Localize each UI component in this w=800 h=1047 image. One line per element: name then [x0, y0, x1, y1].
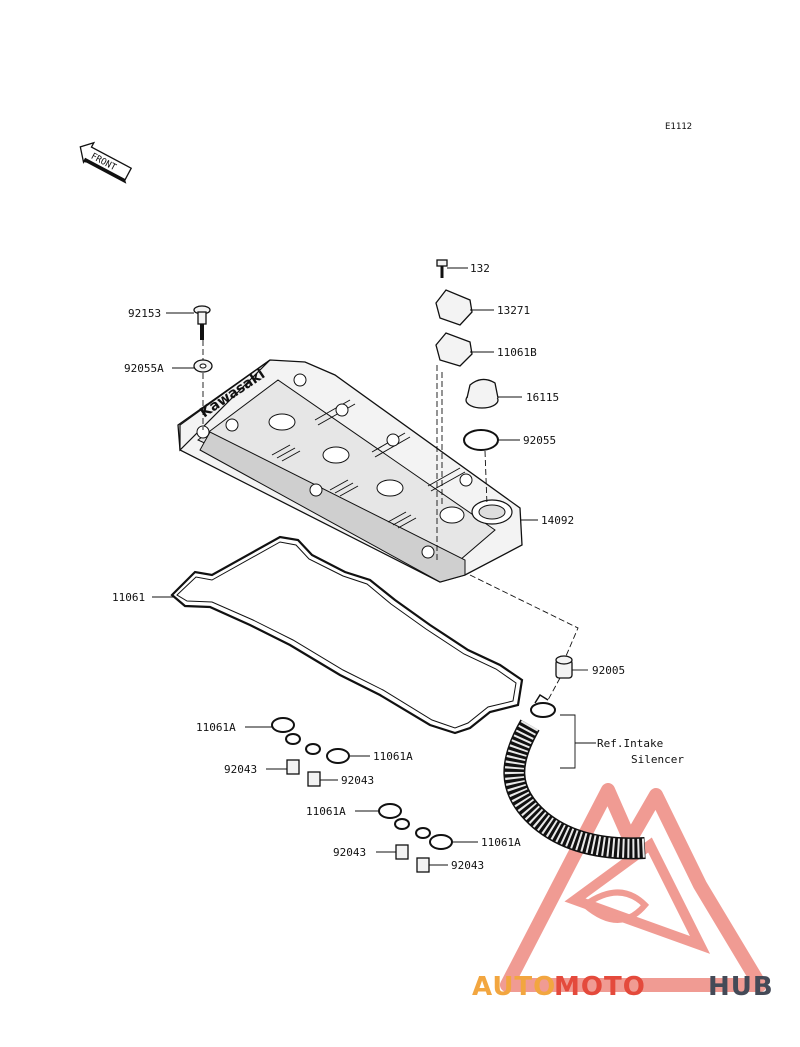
label-92005: 92005 [592, 664, 625, 677]
collar-92043-2 [307, 771, 321, 787]
o-ring-11061A-3 [378, 803, 410, 830]
label-13271: 13271 [497, 304, 530, 317]
front-arrow-icon: FRONT [79, 141, 133, 184]
label-16115: 16115 [526, 391, 559, 404]
label-92055: 92055 [523, 434, 556, 447]
part-labels: 132 13271 11061B 16115 92055 14092 92153… [112, 262, 684, 872]
collar-92043-4 [416, 857, 430, 873]
bolt-132 [436, 259, 448, 278]
cover-gasket [170, 535, 524, 735]
label-11061B: 11061B [497, 346, 537, 359]
label-11061A-1: 11061A [196, 721, 236, 734]
label-92043-1: 92043 [224, 763, 257, 776]
bolt-92153 [193, 305, 211, 340]
label-11061A-3: 11061A [306, 805, 346, 818]
watermark-hub: HUB [708, 972, 774, 1002]
label-92043-3: 92043 [333, 846, 366, 859]
label-92043-2: 92043 [341, 774, 374, 787]
collar-92043-3 [395, 844, 409, 860]
watermark-auto: AUTO [472, 972, 556, 1002]
label-11061A-2: 11061A [373, 750, 413, 763]
breather-cover-13271 [435, 289, 473, 326]
breather-hose [503, 719, 646, 860]
label-92043-4: 92043 [451, 859, 484, 872]
ref-note-line1: Ref.Intake [597, 737, 663, 750]
label-92055A: 92055A [124, 362, 164, 375]
fitting-92005 [555, 655, 573, 679]
gasket-11061B [435, 332, 473, 367]
oil-filler-cap-16115 [465, 378, 499, 409]
diagram-code: E1112 [665, 122, 692, 132]
label-11061: 11061 [112, 591, 145, 604]
cylinder-head-cover: Kawasaki [177, 359, 523, 583]
hose-clamp [530, 693, 556, 718]
grommet-92055A [193, 359, 213, 373]
o-ring-11061A-2 [305, 743, 350, 764]
o-ring-11061A-1 [271, 717, 301, 745]
watermark-text: AUTO MOTO HUB [472, 972, 774, 1002]
o-ring-11061A-4 [415, 827, 453, 850]
collar-92043-1 [286, 759, 300, 775]
label-14092: 14092 [541, 514, 574, 527]
o-ring-92055 [463, 429, 499, 451]
watermark-moto: MOTO [554, 972, 646, 1002]
leader-lines [152, 267, 596, 866]
label-92153: 92153 [128, 307, 161, 320]
label-11061A-4: 11061A [481, 836, 521, 849]
label-132: 132 [470, 262, 490, 275]
ref-note-line2: Silencer [631, 753, 684, 766]
